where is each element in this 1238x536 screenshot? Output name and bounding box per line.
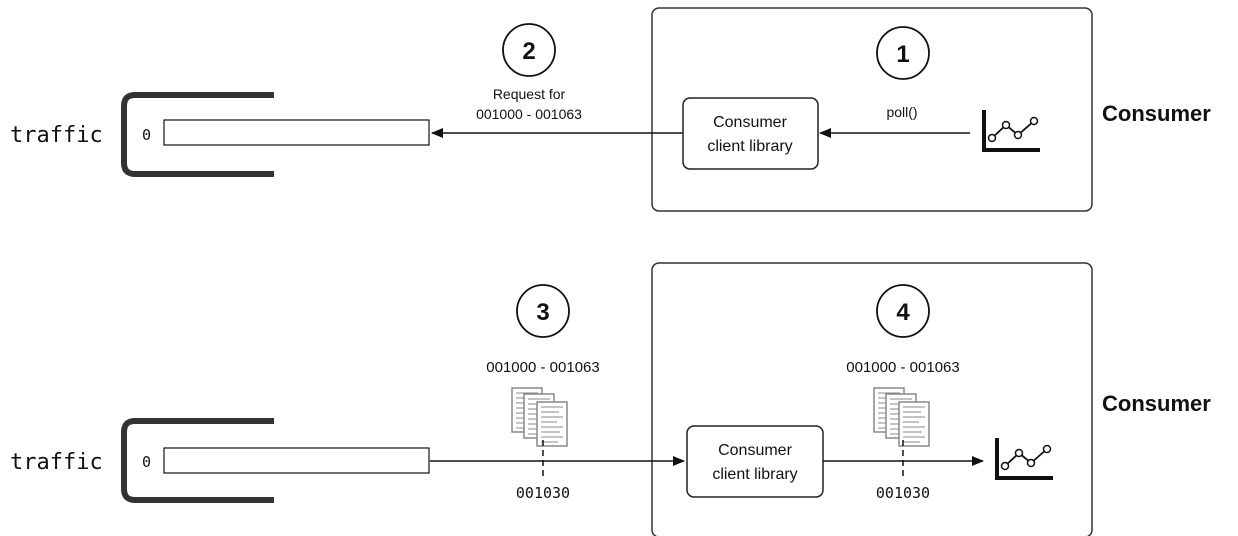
- request-label-line2: 001000 - 001063: [476, 106, 582, 122]
- partition-bracket-top: [121, 92, 274, 177]
- step-badge-1: [876, 26, 930, 80]
- topic-label-bottom: traffic: [10, 450, 103, 475]
- offset-label-left: 001030: [516, 484, 570, 502]
- client-library-box-bottom: [686, 425, 824, 498]
- binary-records-icon-right: [873, 387, 930, 447]
- consumer-box-top: [651, 7, 1093, 212]
- offset-label-right: 001030: [876, 484, 930, 502]
- consumer-label-top: Consumer: [1102, 101, 1211, 126]
- step-badge-2-label: 2: [522, 38, 535, 65]
- client-library-line2-bottom: client library: [712, 466, 797, 483]
- panel-bottom: traffic 0 3 001000 - 001063 001030 Consu…: [10, 262, 1211, 536]
- binary-records-icon-left: [511, 387, 568, 447]
- step-badge-3: [516, 284, 570, 338]
- step-badge-1-label: 1: [896, 41, 909, 68]
- panel-top: traffic 0 2 Request for 001000 - 001063 …: [10, 7, 1211, 212]
- partition-index-bottom: 0: [142, 453, 151, 471]
- step-badge-4-label: 4: [896, 299, 910, 326]
- step-badge-2: [502, 23, 556, 77]
- client-library-line1-top: Consumer: [713, 114, 787, 131]
- step-badge-4: [876, 284, 930, 338]
- line-chart-icon: [982, 110, 1040, 152]
- request-label-line1: Request for: [493, 86, 566, 102]
- client-library-line2-top: client library: [707, 138, 792, 155]
- topic-label-top: traffic: [10, 123, 103, 148]
- consumer-box-bottom: [651, 262, 1093, 536]
- range-label-right: 001000 - 001063: [846, 359, 959, 376]
- client-library-line1-bottom: Consumer: [718, 442, 792, 459]
- partition-log-top: [163, 119, 430, 146]
- client-library-box-top: [682, 97, 819, 170]
- partition-index-top: 0: [142, 126, 151, 144]
- line-chart-icon-bottom: [995, 438, 1053, 480]
- range-label-left: 001000 - 001063: [486, 359, 599, 376]
- poll-label: poll(): [886, 104, 917, 120]
- step-badge-3-label: 3: [536, 299, 549, 326]
- partition-log-bottom: [163, 447, 430, 474]
- consumer-label-bottom: Consumer: [1102, 391, 1211, 416]
- partition-bracket-bottom: [121, 418, 274, 503]
